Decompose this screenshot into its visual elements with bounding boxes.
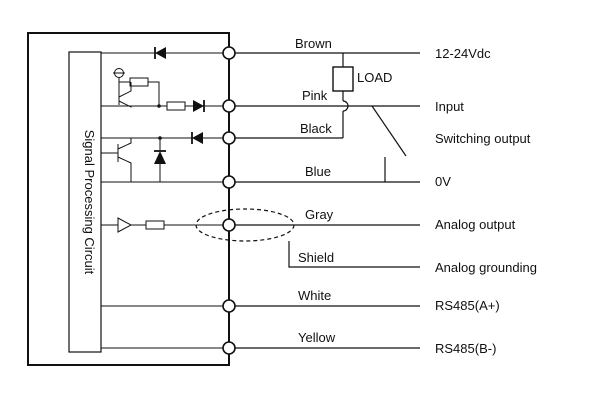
terminal-pink bbox=[222, 99, 236, 113]
function-label-yellow: RS485(B-) bbox=[435, 341, 496, 356]
terminal-yellow bbox=[222, 341, 236, 355]
terminal-gray bbox=[222, 218, 236, 232]
analog-buffer-icon bbox=[117, 217, 133, 233]
switch-lever bbox=[371, 105, 407, 157]
pink-diode-icon bbox=[193, 100, 204, 112]
output-transistor-emitter bbox=[117, 156, 132, 182]
terminal-black bbox=[222, 131, 236, 145]
terminal-white bbox=[222, 299, 236, 313]
terminal-brown bbox=[222, 46, 236, 60]
pink-series-resistor bbox=[166, 101, 186, 111]
function-label-brown: 12-24Vdc bbox=[435, 46, 491, 61]
function-label-shield: Analog grounding bbox=[435, 260, 537, 275]
wire-label-brown: Brown bbox=[295, 36, 332, 51]
signal-processing-label: Signal Processing Circuit bbox=[82, 130, 97, 275]
terminal-blue bbox=[222, 175, 236, 189]
wire-crossover bbox=[342, 100, 349, 112]
input-transistor-collector bbox=[118, 82, 132, 98]
function-label-black: Switching output bbox=[435, 131, 531, 146]
wire-label-pink: Pink bbox=[302, 88, 328, 103]
wire-label-white: White bbox=[298, 288, 331, 303]
wire-label-yellow: Yellow bbox=[298, 330, 336, 345]
pink-bias-resistor bbox=[129, 77, 149, 87]
analog-resistor bbox=[145, 220, 165, 230]
wire-label-blue: Blue bbox=[305, 164, 331, 179]
pink-bias-path-2 bbox=[148, 81, 160, 106]
brown-diode-icon bbox=[155, 47, 166, 59]
black-junction bbox=[158, 136, 162, 140]
wire-label-shield: Shield bbox=[298, 250, 334, 265]
wire-label-black: Black bbox=[300, 121, 332, 136]
sensor-housing bbox=[27, 32, 230, 366]
input-transistor-emitter bbox=[118, 100, 159, 108]
function-label-white: RS485(A+) bbox=[435, 298, 500, 313]
load-resistor bbox=[332, 66, 354, 92]
function-label-blue: 0V bbox=[435, 174, 451, 189]
wire-shield bbox=[288, 241, 420, 268]
output-transistor-collector bbox=[117, 138, 132, 150]
black-diode-icon bbox=[192, 132, 203, 144]
signal-processing-box bbox=[68, 51, 102, 353]
function-label-pink: Input bbox=[435, 99, 464, 114]
wire-label-gray: Gray bbox=[305, 207, 334, 222]
zener-diode-icon bbox=[154, 151, 166, 164]
function-label-gray: Analog output bbox=[435, 217, 516, 232]
load-label: LOAD bbox=[357, 70, 392, 85]
